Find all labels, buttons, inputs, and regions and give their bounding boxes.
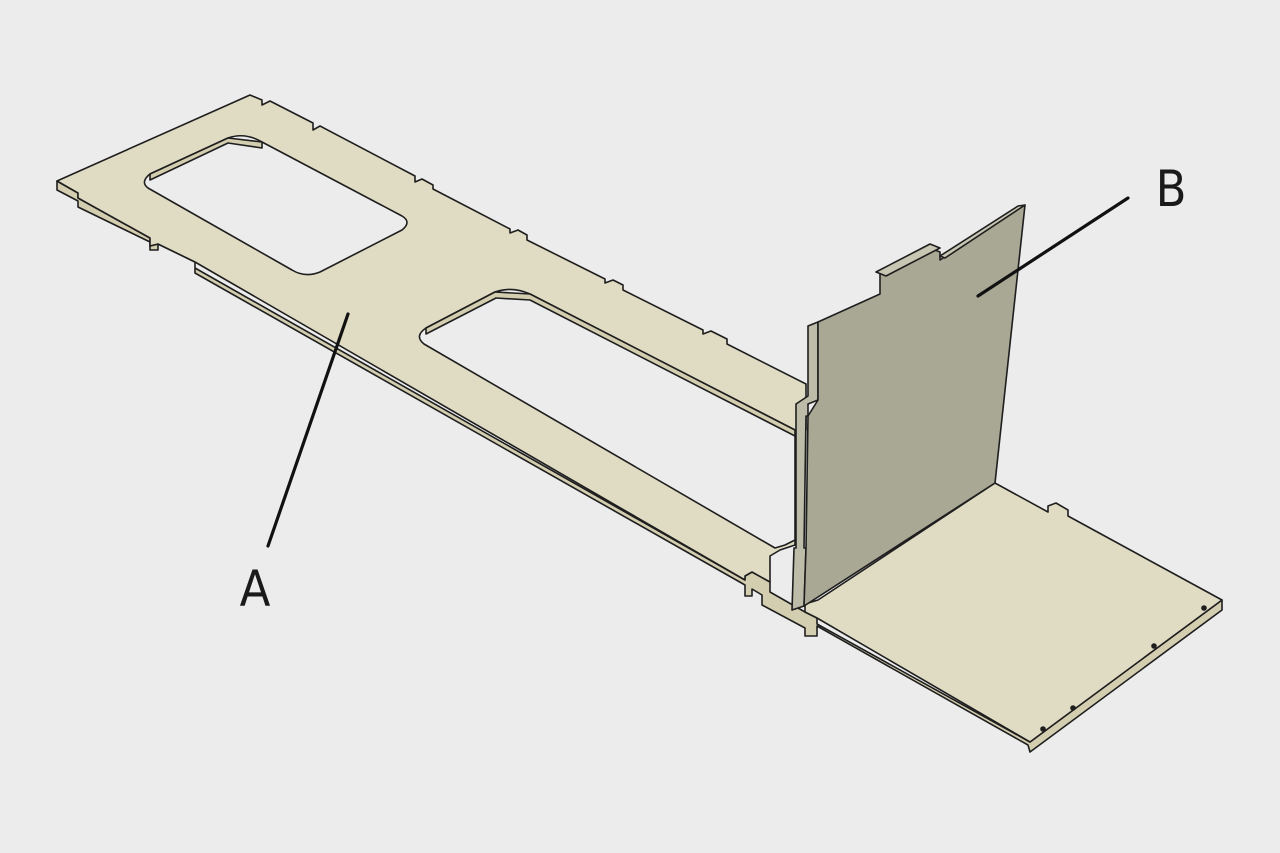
part-a-cutout-1-inner-wall (149, 137, 263, 181)
screw-hole (1151, 643, 1157, 649)
label-a: A (240, 560, 271, 618)
leader-line-a (266, 312, 350, 548)
part-b-top-rim (939, 204, 1026, 259)
part-a-cutout-1 (143, 134, 408, 276)
callout-b: B (976, 160, 1187, 298)
screw-hole (1070, 705, 1076, 711)
part-a-board (56, 94, 1223, 753)
part-a-cutout-2-inner-wall (425, 291, 796, 437)
leader-line-b (976, 196, 1130, 298)
screw-hole (1201, 605, 1207, 611)
callout-a: A (240, 312, 350, 618)
screw-hole (1040, 726, 1046, 732)
part-b-top-tab (875, 243, 941, 277)
label-b: B (1156, 160, 1187, 218)
part-b-panel (791, 204, 1026, 611)
